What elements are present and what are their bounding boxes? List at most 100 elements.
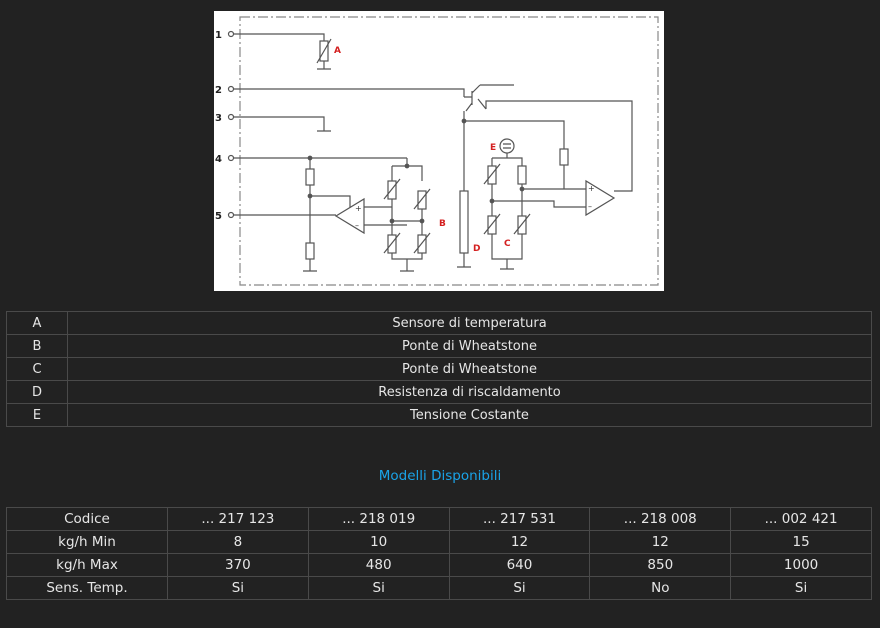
legend-row: B Ponte di Wheatstone — [6, 334, 872, 358]
models-row: Sens. Temp. Si Si Si No Si — [6, 576, 872, 600]
legend-value: Sensore di temperatura — [67, 311, 872, 335]
sensor-a-arrow — [316, 38, 332, 64]
terminal-2-label: 2 — [215, 85, 222, 96]
models-table: Codice ... 217 123 ... 218 019 ... 217 5… — [6, 507, 872, 600]
arrow — [413, 232, 431, 254]
models-cell: Si — [307, 576, 450, 600]
models-row-label: kg/h Max — [6, 553, 168, 577]
models-header-cell: ... 218 008 — [589, 507, 732, 531]
models-cell: 12 — [589, 530, 732, 554]
models-cell: 15 — [730, 530, 872, 554]
bridge-c-resistor-3 — [487, 215, 497, 235]
legend-key: C — [6, 357, 68, 381]
opamp-b — [334, 197, 365, 235]
terminal-3-pin — [227, 113, 235, 121]
legend-key: A — [6, 311, 68, 335]
circuit-diagram: 1 2 3 4 5 — [214, 11, 664, 291]
models-header-cell: ... 217 123 — [167, 507, 309, 531]
bridge-b-ground — [391, 253, 423, 272]
wire-1 — [234, 33, 325, 41]
legend-key: B — [6, 334, 68, 358]
models-cell: 8 — [167, 530, 309, 554]
models-cell: 1000 — [730, 553, 872, 577]
models-row: kg/h Max 370 480 640 850 1000 — [6, 553, 872, 577]
legend-value: Tensione Costante — [67, 403, 872, 427]
bridge-c-resistor-2 — [517, 165, 527, 185]
voltage-source-e-symbol — [503, 143, 511, 149]
terminal-4-pin — [227, 154, 235, 162]
opamp-c-inputs — [492, 188, 586, 208]
bridge-c-ground — [491, 234, 523, 270]
legend-row: A Sensore di temperatura — [6, 311, 872, 335]
legend-value: Ponte di Wheatstone — [67, 334, 872, 358]
legend-row: C Ponte di Wheatstone — [6, 357, 872, 381]
opamp-c-plus: + — [588, 184, 595, 193]
models-cell: 10 — [307, 530, 450, 554]
divider-ground — [303, 259, 317, 272]
legend-row: D Resistenza di riscaldamento — [6, 380, 872, 404]
divider-resistor-top — [305, 168, 315, 186]
models-cell: No — [589, 576, 732, 600]
label-e: E — [490, 143, 496, 153]
transistor — [464, 84, 487, 112]
legend-key: D — [6, 380, 68, 404]
models-row-label: Sens. Temp. — [6, 576, 168, 600]
label-c: C — [504, 239, 511, 249]
arrow — [513, 213, 531, 235]
sensor-a-ground — [317, 61, 331, 70]
terminal-5-label: 5 — [215, 211, 222, 222]
models-title: Modelli Disponibili — [378, 468, 502, 484]
wire-2 — [234, 88, 465, 97]
models-cell: Si — [167, 576, 309, 600]
bridge-b-resistor-4 — [417, 234, 427, 254]
terminal-3-label: 3 — [215, 113, 222, 124]
label-b: B — [439, 219, 446, 229]
models-header-row: Codice ... 217 123 ... 218 019 ... 217 5… — [6, 507, 872, 531]
arrow — [483, 213, 501, 235]
legend-row: E Tensione Costante — [6, 403, 872, 427]
models-cell: 640 — [448, 553, 591, 577]
opamp-b-minus: – — [355, 221, 359, 230]
bridge-c-resistor-1 — [487, 165, 497, 185]
legend-value: Resistenza di riscaldamento — [67, 380, 872, 404]
circuit-diagram-svg: 1 2 3 4 5 — [215, 16, 659, 286]
wire — [491, 184, 523, 216]
arrow — [413, 188, 431, 210]
bridge-c-resistor-4 — [517, 215, 527, 235]
bridge-b-resistor-3 — [387, 234, 397, 254]
bridge-c-top — [491, 153, 523, 166]
models-cell: 850 — [589, 553, 732, 577]
wire-to-opamp-plus — [310, 195, 351, 209]
bridge-b-resistor-1 — [387, 180, 397, 200]
label-a: A — [334, 46, 341, 56]
arrow — [383, 232, 401, 254]
wire-3-ground — [234, 116, 331, 132]
models-cell: 370 — [167, 553, 309, 577]
terminal-1-label: 1 — [215, 30, 222, 41]
heater-d-resistor — [459, 190, 469, 254]
models-header-cell: ... 217 531 — [448, 507, 591, 531]
models-cell: 12 — [448, 530, 591, 554]
arrow — [483, 163, 501, 185]
models-cell: Si — [730, 576, 872, 600]
heater-ground — [457, 253, 471, 268]
models-header-cell: ... 002 421 — [730, 507, 872, 531]
feedback-resistor — [559, 148, 569, 166]
opamp-c — [585, 179, 616, 217]
bridge-b-top — [391, 158, 423, 181]
divider-resistor-bottom — [305, 242, 315, 260]
terminal-2-pin — [227, 85, 235, 93]
wire-transistor-collector — [480, 84, 633, 192]
terminal-1-pin — [227, 30, 235, 38]
legend-value: Ponte di Wheatstone — [67, 357, 872, 381]
legend-table: A Sensore di temperatura B Ponte di Whea… — [6, 311, 872, 427]
models-cell: 480 — [307, 553, 450, 577]
enclosure-border — [239, 16, 659, 286]
models-row: kg/h Min 8 10 12 12 15 — [6, 530, 872, 554]
voltage-source-e — [499, 138, 515, 154]
models-header-cell: ... 218 019 — [307, 507, 450, 531]
opamp-b-inputs — [364, 206, 407, 226]
terminal-4-label: 4 — [215, 154, 222, 165]
label-d: D — [473, 244, 480, 254]
bridge-b-resistor-2 — [417, 190, 427, 210]
